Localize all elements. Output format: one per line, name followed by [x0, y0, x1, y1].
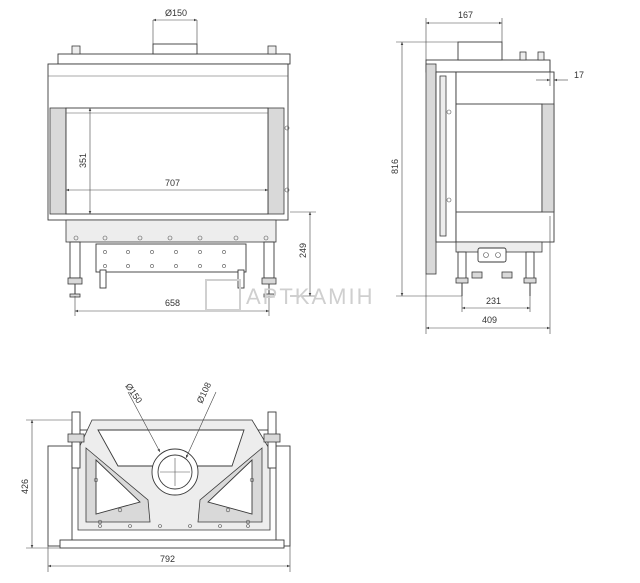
front-flue-collar	[152, 43, 198, 55]
front-glass-height-label: 351	[78, 153, 88, 168]
side-flue-offset-label: 167	[458, 10, 473, 20]
front-glass-width-label: 707	[165, 178, 180, 188]
top-flue-outer-diameter-label: Ø150	[123, 381, 144, 405]
side-total-height-label: 816	[390, 159, 400, 174]
watermark-logo-icon	[205, 279, 241, 311]
watermark: APTKAMIH	[205, 279, 374, 311]
front-leg-height-label: 249	[298, 243, 308, 258]
front-base-width-label: 658	[165, 298, 180, 308]
front-flue-diameter-label: Ø150	[165, 8, 187, 18]
side-connector-plate	[477, 247, 507, 263]
side-top-offset-label: 17	[574, 70, 584, 80]
front-view: Ø150 351 707 249 658	[47, 8, 316, 316]
top-flue-inner-diameter-label: Ø108	[195, 381, 213, 405]
side-flue-collar	[457, 41, 503, 61]
top-total-width-label: 792	[160, 554, 175, 564]
top-view: Ø150 Ø108 426 792	[20, 381, 291, 572]
side-leg-span-label: 231	[486, 296, 501, 306]
side-total-depth-label: 409	[482, 315, 497, 325]
top-depth-label: 426	[20, 479, 30, 494]
watermark-text: APTKAMIH	[246, 284, 374, 309]
side-view: 167 17 816 231 409	[390, 10, 584, 334]
front-glass	[65, 107, 269, 215]
